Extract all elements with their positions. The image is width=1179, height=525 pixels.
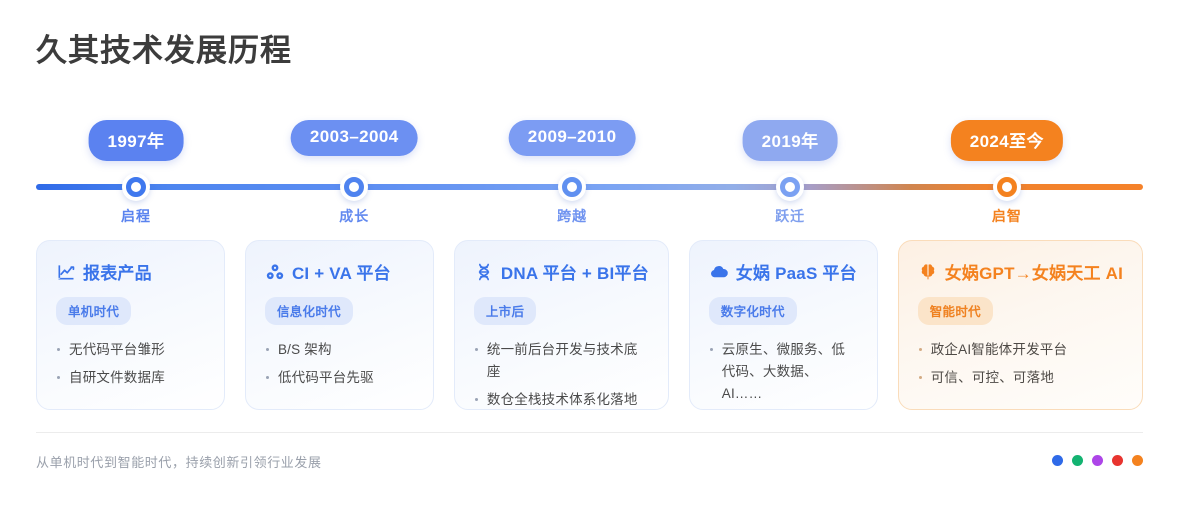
timeline-node-1[interactable]: [121, 173, 150, 201]
timeline-phase-2: 成长: [339, 208, 370, 224]
card-title: 女娲GPT→女娲天工 AI: [944, 264, 1123, 283]
dot-red: [1112, 455, 1123, 466]
card-era-badge: 单机时代: [56, 297, 132, 325]
card-list: 报表产品单机时代无代码平台雏形自研文件数据库 CI + VA 平台信息化时代 B/S…: [36, 240, 1143, 410]
card-bullet-item: 无代码平台雏形: [56, 339, 205, 361]
timeline-node-dot-icon: [996, 177, 1017, 197]
timeline-node-2[interactable]: [340, 173, 369, 201]
timeline: 1997年启程 2003–2004 成长 2009–2010 跨越 2019年跃迁 2024…: [0, 120, 1179, 230]
milestone-card-4[interactable]: 女娲 PaaS 平台数字化时代云原生、微服务、低代码、大数据、AI……: [688, 240, 878, 410]
timeline-phase-3: 跨越: [557, 208, 588, 224]
card-era-badge: 上市后: [473, 297, 537, 325]
card-era-badge: 智能时代: [917, 297, 993, 325]
line-chart-icon: [56, 262, 76, 282]
dot-orange: [1132, 455, 1143, 466]
milestone-card-2[interactable]: CI + VA 平台信息化时代 B/S 架构低代码平台先驱: [244, 240, 434, 410]
dot-purple: [1092, 455, 1103, 466]
timeline-pill-5[interactable]: 2024至今: [950, 120, 1063, 161]
card-bullet-list: 统一前后台开发与技术底座数仓全栈技术体系化落地: [474, 339, 649, 411]
card-bullet-item: 数仓全栈技术体系化落地: [474, 389, 649, 411]
timeline-node-5[interactable]: [992, 173, 1021, 201]
timeline-node-4[interactable]: [776, 173, 805, 201]
timeline-phase-5: 启智: [991, 208, 1022, 224]
timeline-node-dot-icon: [562, 177, 583, 197]
card-title: CI + VA 平台: [291, 264, 391, 283]
card-title: 报表产品: [83, 264, 152, 283]
page-title: 久其技术发展历程: [36, 33, 292, 68]
card-header: 女娲 PaaS 平台: [709, 259, 858, 284]
card-header: 报表产品: [56, 259, 205, 284]
timeline-pill-4[interactable]: 2019年: [742, 120, 838, 161]
card-header: CI + VA 平台: [265, 259, 414, 284]
milestone-card-1[interactable]: 报表产品单机时代无代码平台雏形自研文件数据库: [36, 240, 225, 410]
timeline-phase-4: 跃迁: [775, 208, 806, 224]
dot-blue: [1052, 455, 1063, 466]
card-title: 女娲 PaaS 平台: [735, 264, 857, 283]
milestone-card-3[interactable]: DNA 平台 + BI平台上市后统一前后台开发与技术底座数仓全栈技术体系化落地: [453, 240, 669, 411]
card-header: DNA 平台 + BI平台: [474, 259, 649, 284]
card-bullet-item: 统一前后台开发与技术底座: [474, 339, 649, 383]
timeline-bar: [36, 184, 1143, 190]
timeline-node-dot-icon: [780, 177, 801, 197]
dot-green: [1072, 455, 1083, 466]
timeline-node-dot-icon: [125, 177, 146, 197]
card-bullet-item: 政企AI智能体开发平台: [918, 339, 1123, 361]
milestone-card-5[interactable]: 女娲GPT→女娲天工 AI 智能时代政企AI智能体开发平台可信、可控、可落地: [897, 240, 1143, 410]
card-bullet-list: B/S 架构低代码平台先驱: [265, 339, 414, 389]
card-bullet-list: 无代码平台雏形自研文件数据库: [56, 339, 205, 389]
card-era-badge: 数字化时代: [708, 297, 797, 325]
brain-icon: [918, 262, 938, 282]
timeline-node-3[interactable]: [558, 173, 587, 201]
dna-helix-icon: [474, 262, 494, 282]
cloud-icon: [709, 262, 729, 282]
card-bullet-item: B/S 架构: [265, 339, 414, 361]
footer-dots: [1052, 455, 1143, 466]
node-cluster-icon: [265, 262, 285, 282]
card-bullet-item: 自研文件数据库: [56, 367, 205, 389]
card-era-badge: 信息化时代: [264, 297, 353, 325]
timeline-pill-3[interactable]: 2009–2010: [508, 120, 636, 156]
timeline-node-dot-icon: [344, 177, 365, 197]
footer-divider: [36, 432, 1143, 433]
timeline-phase-1: 启程: [120, 208, 151, 224]
card-bullet-item: 云原生、微服务、低代码、大数据、AI……: [709, 339, 858, 405]
card-bullet-item: 低代码平台先驱: [265, 367, 414, 389]
card-header: 女娲GPT→女娲天工 AI: [918, 259, 1123, 284]
card-title: DNA 平台 + BI平台: [500, 264, 649, 283]
card-bullet-item: 可信、可控、可落地: [918, 367, 1123, 389]
card-bullet-list: 政企AI智能体开发平台可信、可控、可落地: [918, 339, 1123, 389]
footer-note: 从单机时代到智能时代，持续创新引领行业发展: [36, 455, 322, 470]
timeline-pill-2[interactable]: 2003–2004: [290, 120, 418, 156]
timeline-pill-1[interactable]: 1997年: [88, 120, 184, 161]
card-bullet-list: 云原生、微服务、低代码、大数据、AI……: [709, 339, 858, 405]
